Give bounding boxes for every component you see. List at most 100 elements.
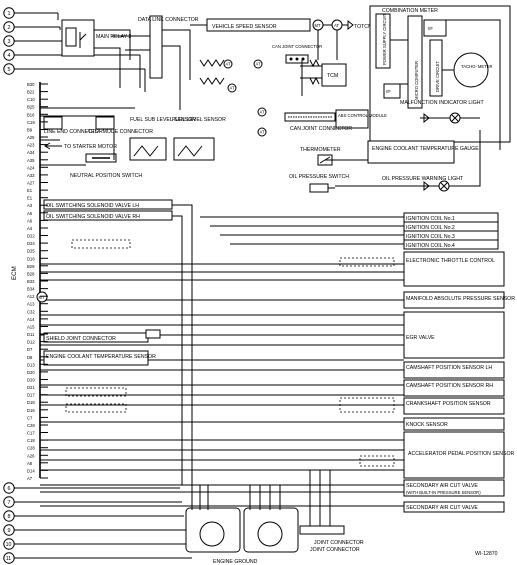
circle-num: 2	[8, 25, 11, 31]
drive-circuit-box	[429, 39, 443, 97]
svg-text:AT: AT	[256, 62, 261, 67]
svg-text:AT: AT	[260, 130, 265, 135]
svg-text:KNOCK SENSOR: KNOCK SENSOR	[406, 422, 448, 428]
ecm-pin-label: A3	[27, 203, 33, 208]
svg-text:DRIVE CIRCUIT: DRIVE CIRCUIT	[435, 61, 440, 92]
svg-text:SECONDARY AIR CUT VALVE: SECONDARY AIR CUT VALVE	[406, 483, 478, 489]
ecm-pin-label: D16	[27, 256, 35, 261]
ecm-pin-label: A7	[27, 476, 33, 481]
ecm-pin-label: D29	[27, 378, 35, 383]
svg-text:NEUTRAL POSITION SWITCH: NEUTRAL POSITION SWITCH	[70, 173, 142, 179]
svg-text:OIL PRESSURE SWITCH: OIL PRESSURE SWITCH	[289, 174, 349, 180]
tcm-box	[321, 63, 347, 87]
knock-box	[403, 417, 505, 431]
svg-text:POWER SUPPLY CIRCUIT: POWER SUPPLY CIRCUIT	[382, 13, 387, 65]
ecm-pin-label: B28	[27, 271, 35, 276]
svg-text:MT: MT	[315, 23, 321, 28]
circle-connectors: 1 2 3 4 5 6 7 8 9 10 11	[3, 7, 192, 564]
circle-num: 11	[6, 556, 11, 562]
tachometer	[453, 52, 489, 88]
svg-text:ABS CONTROL MODULE: ABS CONTROL MODULE	[338, 113, 387, 118]
svg-text:TEST MODE CONNECTOR: TEST MODE CONNECTOR	[88, 129, 153, 135]
app-box	[403, 431, 505, 479]
main-relay: MAIN RELAY 2 DATA LINK CONNECTOR	[57, 13, 199, 110]
ecm-pin-label: A6	[27, 218, 33, 223]
ecm-pin-label: A26	[27, 453, 35, 458]
electronic-throttle-box	[403, 251, 505, 287]
svg-text:I/F: I/F	[386, 89, 391, 94]
ecm-pin-label: D21	[27, 385, 35, 390]
svg-text:MT: MT	[39, 295, 45, 300]
ecm-pin-label: D11	[27, 332, 35, 337]
ecm-pin-label: C7	[27, 415, 33, 420]
svg-text:OIL SWITCHING SOLENOID VALVE L: OIL SWITCHING SOLENOID VALVE LH	[46, 203, 139, 209]
ecm-label: ECM	[11, 266, 18, 280]
ecm-pin-label: D14	[27, 468, 35, 473]
svg-text:COMBINATION METER: COMBINATION METER	[382, 8, 438, 14]
svg-text:ENGINE COOLANT TEMPERATURE SEN: ENGINE COOLANT TEMPERATURE SENSOR	[46, 354, 156, 360]
mid-connectors: LINE END CONNECTOR TEST MODE CONNECTOR F…	[40, 107, 387, 179]
malf-label: MALFUNCTION INDICATOR LIGHT	[400, 100, 485, 106]
svg-text:THERMOMETER: THERMOMETER	[300, 147, 341, 153]
ecm-pin-label: A13	[27, 302, 35, 307]
shield-ect: SHIELD JOINT CONNECTOR ENGINE COOLANT TE…	[36, 291, 161, 366]
data-link-connector	[149, 15, 163, 79]
ecm-pin-label: B16	[27, 112, 35, 117]
svg-text:ENGINE COOLANT TEMPERATURE GAU: ENGINE COOLANT TEMPERATURE GAUGE	[372, 146, 479, 152]
egr-valve-box	[403, 311, 505, 359]
svg-text:(WITH BUILT-IN PRESSURE SENSOR: (WITH BUILT-IN PRESSURE SENSOR)	[406, 490, 481, 495]
ecm-pin-label: D20	[27, 370, 35, 375]
cam-rh-box	[403, 379, 505, 397]
ecm-body: ECM	[11, 82, 41, 478]
ecm-pin-label: A8	[27, 461, 33, 466]
data-link-label: DATA LINK CONNECTOR	[138, 17, 199, 23]
ecm-pin-label: C19	[27, 120, 35, 125]
ecm-pin-label: D18	[27, 400, 35, 405]
ecm-pin-label: D17	[27, 393, 35, 398]
circle-num: 1	[8, 11, 11, 17]
ecm-pin-label: D13	[27, 362, 35, 367]
svg-text:CAMSHAFT POSITION SENSOR LH: CAMSHAFT POSITION SENSOR LH	[406, 365, 492, 371]
svg-text:TCM: TCM	[327, 73, 338, 79]
circle-num: 3	[8, 39, 11, 45]
svg-text:JOINT CONNECTOR: JOINT CONNECTOR	[310, 547, 360, 553]
ecm-pin-label: D22	[27, 234, 35, 239]
ecm-pin-label: B22	[27, 90, 35, 95]
svg-text:CAN JOINT CONNECTOR: CAN JOINT CONNECTOR	[272, 44, 322, 49]
svg-text:I/F: I/F	[428, 26, 433, 31]
ecm-pin-label: D24	[27, 241, 35, 246]
ecm-pin-label: C28	[27, 423, 35, 428]
svg-text:FUEL LEVEL SENSOR: FUEL LEVEL SENSOR	[172, 117, 226, 123]
ecm-pin-label: A33	[27, 173, 35, 178]
ecm-pin-label: A15	[27, 325, 35, 330]
sec-air-2-box	[403, 501, 505, 513]
svg-text:SECONDARY AIR CUT VALVE: SECONDARY AIR CUT VALVE	[406, 505, 478, 511]
ecm-pin-label: D12	[27, 340, 35, 345]
ecm-pin-label: C18	[27, 438, 35, 443]
ecm-pin-label: C17	[27, 431, 35, 436]
svg-text:IGNITION COIL No.1: IGNITION COIL No.1	[406, 216, 455, 222]
svg-text:OIL SWITCHING SOLENOID VALVE R: OIL SWITCHING SOLENOID VALVE RH	[46, 214, 140, 220]
svg-text:IGNITION COIL No.2: IGNITION COIL No.2	[406, 225, 455, 231]
svg-text:MANIFOLD ABSOLUTE PRESSURE SEN: MANIFOLD ABSOLUTE PRESSURE SENSOR	[406, 296, 515, 302]
svg-text:AT: AT	[334, 23, 339, 28]
main-relay-label: MAIN RELAY 2	[96, 34, 131, 40]
ecm-pin-label: E1	[27, 188, 33, 193]
ecm-pin-label: B25	[27, 105, 35, 110]
svg-text:IGNITION COIL No.3: IGNITION COIL No.3	[406, 234, 455, 240]
circle-num: 4	[8, 53, 11, 59]
svg-text:IGNITION COIL No.4: IGNITION COIL No.4	[406, 243, 455, 249]
circle-num: 7	[8, 500, 11, 506]
svg-text:CRANKSHAFT POSITION SENSOR: CRANKSHAFT POSITION SENSOR	[406, 401, 491, 407]
ecm-pin-label: D16	[27, 408, 35, 413]
svg-text:TACHO- METER: TACHO- METER	[461, 64, 493, 69]
ecm-pin-label: A35	[27, 158, 35, 163]
svg-text:AT: AT	[260, 110, 265, 115]
engine-ground: ENGINE GROUND JOINT CONNECTOR JOINT CONN…	[185, 470, 364, 565]
circle-num: 5	[8, 67, 11, 73]
ecm-pin-label: A34	[27, 150, 35, 155]
diagram-id: WI-12870	[475, 551, 498, 557]
vss-label: VEHICLE SPEED SENSOR	[212, 24, 277, 30]
ecm-pin-label: A12	[27, 294, 35, 299]
